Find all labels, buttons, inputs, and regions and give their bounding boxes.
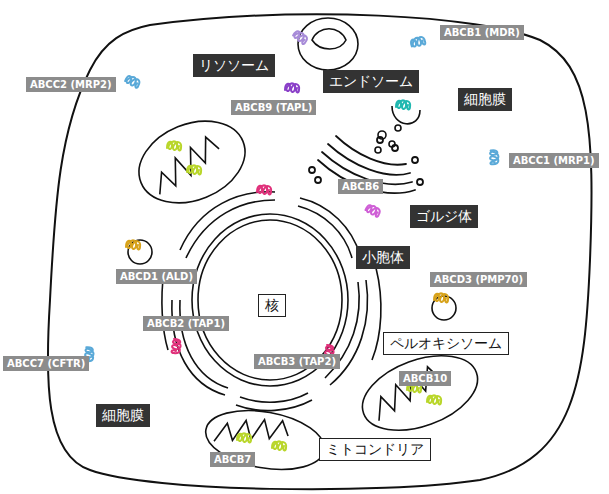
transporter-label: ABCC7 (CFTR) xyxy=(3,356,89,371)
transporter-label: ABCB10 xyxy=(399,371,451,386)
transporter-label: ABCD1 (ALD) xyxy=(116,269,197,284)
label-text: 小胞体 xyxy=(362,250,404,265)
label-text: リソソーム xyxy=(199,58,269,73)
organelle-label: ミトコンドリア xyxy=(319,438,431,461)
nucleus-er xyxy=(162,192,381,411)
mitochondria xyxy=(127,106,488,478)
transporter-label: ABCB7 xyxy=(210,452,255,467)
golgi xyxy=(309,136,423,193)
transporter-label: ABCB3 (TAP2) xyxy=(254,354,340,369)
label-text: ABCD1 (ALD) xyxy=(120,271,193,282)
label-text: 細胞膜 xyxy=(102,408,144,423)
label-text: エンドソーム xyxy=(329,74,413,89)
label-text: ABCD3 (PMP70) xyxy=(434,274,523,285)
label-text: ABCB3 (TAP2) xyxy=(258,356,336,367)
label-text: ABCB6 xyxy=(342,181,379,192)
label-text: ABCB1 (MDR) xyxy=(444,27,520,38)
abc-transporters xyxy=(84,30,500,451)
label-text: 細胞膜 xyxy=(464,92,506,107)
transporter-label: ABCB9 (TAPL) xyxy=(231,100,316,115)
lysosome xyxy=(298,18,358,70)
transporter-label: ABCB6 xyxy=(338,179,383,194)
organelle-label: 細胞膜 xyxy=(458,88,512,111)
organelle-label: ペルオキシソーム xyxy=(383,332,509,355)
label-text: ABCC7 (CFTR) xyxy=(7,358,85,369)
label-text: 核 xyxy=(265,298,279,313)
organelle-label: リソソーム xyxy=(193,54,275,77)
organelle-label: エンドソーム xyxy=(323,70,419,93)
organelle-label: ゴルジ体 xyxy=(410,205,478,228)
organelle-label: 小胞体 xyxy=(356,246,410,269)
transporter-label: ABCC1 (MRP1) xyxy=(509,153,599,168)
label-text: ゴルジ体 xyxy=(416,209,472,224)
transporter-label: ABCB2 (TAP1) xyxy=(143,316,229,331)
cell-membrane xyxy=(48,14,592,489)
label-text: ペルオキシソーム xyxy=(390,336,502,351)
organelle-label: 核 xyxy=(258,294,286,317)
label-text: ABCB9 (TAPL) xyxy=(235,102,312,113)
label-text: ミトコンドリア xyxy=(326,442,424,457)
label-text: ABCC2 (MRP2) xyxy=(30,79,112,90)
endosome xyxy=(375,106,420,153)
label-text: ABCC1 (MRP1) xyxy=(513,155,595,166)
transporter-label: ABCC2 (MRP2) xyxy=(26,77,116,92)
label-text: ABCB2 (TAP1) xyxy=(147,318,225,329)
organelle-label: 細胞膜 xyxy=(96,404,150,427)
transporter-label: ABCB1 (MDR) xyxy=(440,25,524,40)
transporter-label: ABCD3 (PMP70) xyxy=(430,272,527,287)
label-text: ABCB10 xyxy=(403,373,447,384)
label-text: ABCB7 xyxy=(214,454,251,465)
